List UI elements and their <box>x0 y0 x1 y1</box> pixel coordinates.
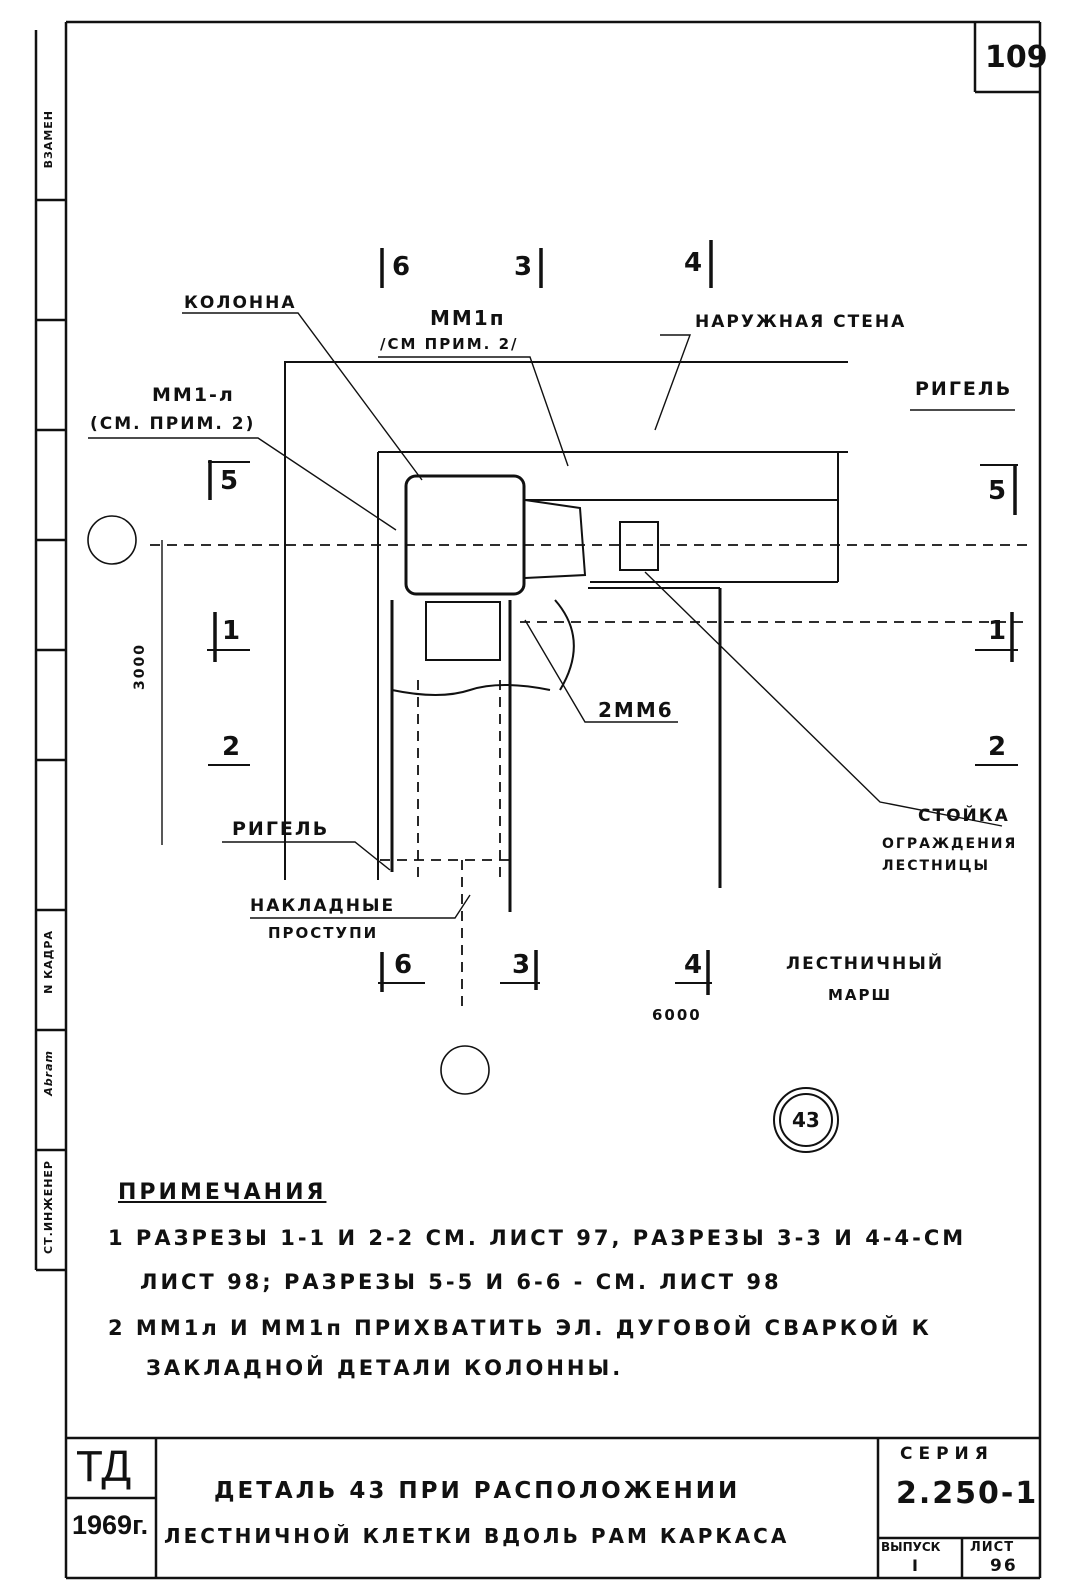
section-mark-2-right: 2 <box>988 732 1009 762</box>
section-mark-5-right: 5 <box>988 476 1009 506</box>
section-mark-3-bottom: 3 <box>512 950 533 980</box>
stamp-engineer: СТ.ИНЖЕНЕР <box>42 1160 55 1254</box>
section-mark-2-left: 2 <box>222 732 243 762</box>
note-1-line-1: 1 РАЗРЕЗЫ 1-1 И 2-2 СМ. ЛИСТ 97, РАЗРЕЗЫ… <box>108 1226 967 1250</box>
vypusk-value: I <box>912 1556 920 1575</box>
series-label: СЕРИЯ <box>900 1444 994 1464</box>
series-value: 2.250-1 <box>896 1476 1039 1511</box>
label-lestnichny: ЛЕСТНИЧНЫЙ <box>786 954 945 974</box>
label-mm1p: ММ1п <box>430 306 506 330</box>
label-lestnitsy: ЛЕСТНИЦЫ <box>882 858 990 874</box>
title-block-org: ТД <box>76 1442 132 1491</box>
label-marsh: МАРШ <box>828 986 893 1004</box>
sheet-number: 109 <box>985 40 1048 75</box>
label-nakladnye: НАКЛАДНЫЕ <box>250 896 396 916</box>
section-mark-3-top: 3 <box>514 252 535 282</box>
section-mark-4-top: 4 <box>684 248 705 278</box>
label-ograzhdeniya: ОГРАЖДЕНИЯ <box>882 836 1018 852</box>
label-prostupi: ПРОСТУПИ <box>268 924 379 942</box>
stamp-signature: Abram <box>42 1050 55 1096</box>
section-mark-4-bottom: 4 <box>684 950 705 980</box>
label-mm6: 2ММ6 <box>598 698 674 722</box>
drawing-title-line-2: ЛЕСТНИЧНОЙ КЛЕТКИ ВДОЛЬ РАМ КАРКАСА <box>164 1524 790 1548</box>
section-mark-5-left: 5 <box>220 466 241 496</box>
section-mark-1-right: 1 <box>988 616 1009 646</box>
list-value: 96 <box>990 1556 1018 1576</box>
label-mm1l-note: (СМ. ПРИМ. 2) <box>90 414 256 434</box>
section-mark-6-bottom: 6 <box>394 950 415 980</box>
notes-heading: ПРИМЕЧАНИЯ <box>118 1180 327 1205</box>
note-2-line-1: 2 ММ1л И ММ1п ПРИХВАТИТЬ ЭЛ. ДУГОВОЙ СВА… <box>108 1316 932 1340</box>
label-stoyka: СТОЙКА <box>918 806 1010 826</box>
label-dim-6000: 6000 <box>652 1006 702 1024</box>
list-label: ЛИСТ <box>970 1540 1015 1555</box>
vypusk-label: ВЫПУСК <box>881 1540 941 1554</box>
label-rigel-top: РИГЕЛЬ <box>915 378 1013 400</box>
title-block-year: 1969г. <box>72 1510 149 1540</box>
label-dim-3000: 3000 <box>132 643 148 690</box>
note-1-line-2: ЛИСТ 98; РАЗРЕЗЫ 5-5 И 6-6 - СМ. ЛИСТ 98 <box>140 1270 782 1294</box>
label-mm1p-note: /СМ ПРИМ. 2/ <box>380 335 519 353</box>
stamp-kadr: N КАДРА <box>42 930 55 994</box>
label-kolonna: КОЛОННА <box>184 293 297 313</box>
stamp-vzamen: ВЗАМЕН <box>42 110 55 169</box>
drawing-title-line-1: ДЕТАЛЬ 43 ПРИ РАСПОЛОЖЕНИИ <box>214 1478 741 1504</box>
section-mark-1-left: 1 <box>222 616 243 646</box>
note-2-line-2: ЗАКЛАДНОЙ ДЕТАЛИ КОЛОННЫ. <box>146 1356 624 1380</box>
label-mm1l: ММ1-л <box>152 384 235 406</box>
detail-number: 43 <box>792 1108 820 1132</box>
label-outer-wall: НАРУЖНАЯ СТЕНА <box>695 312 907 332</box>
section-mark-6-top: 6 <box>392 252 413 282</box>
label-rigel-left: РИГЕЛЬ <box>232 818 330 840</box>
